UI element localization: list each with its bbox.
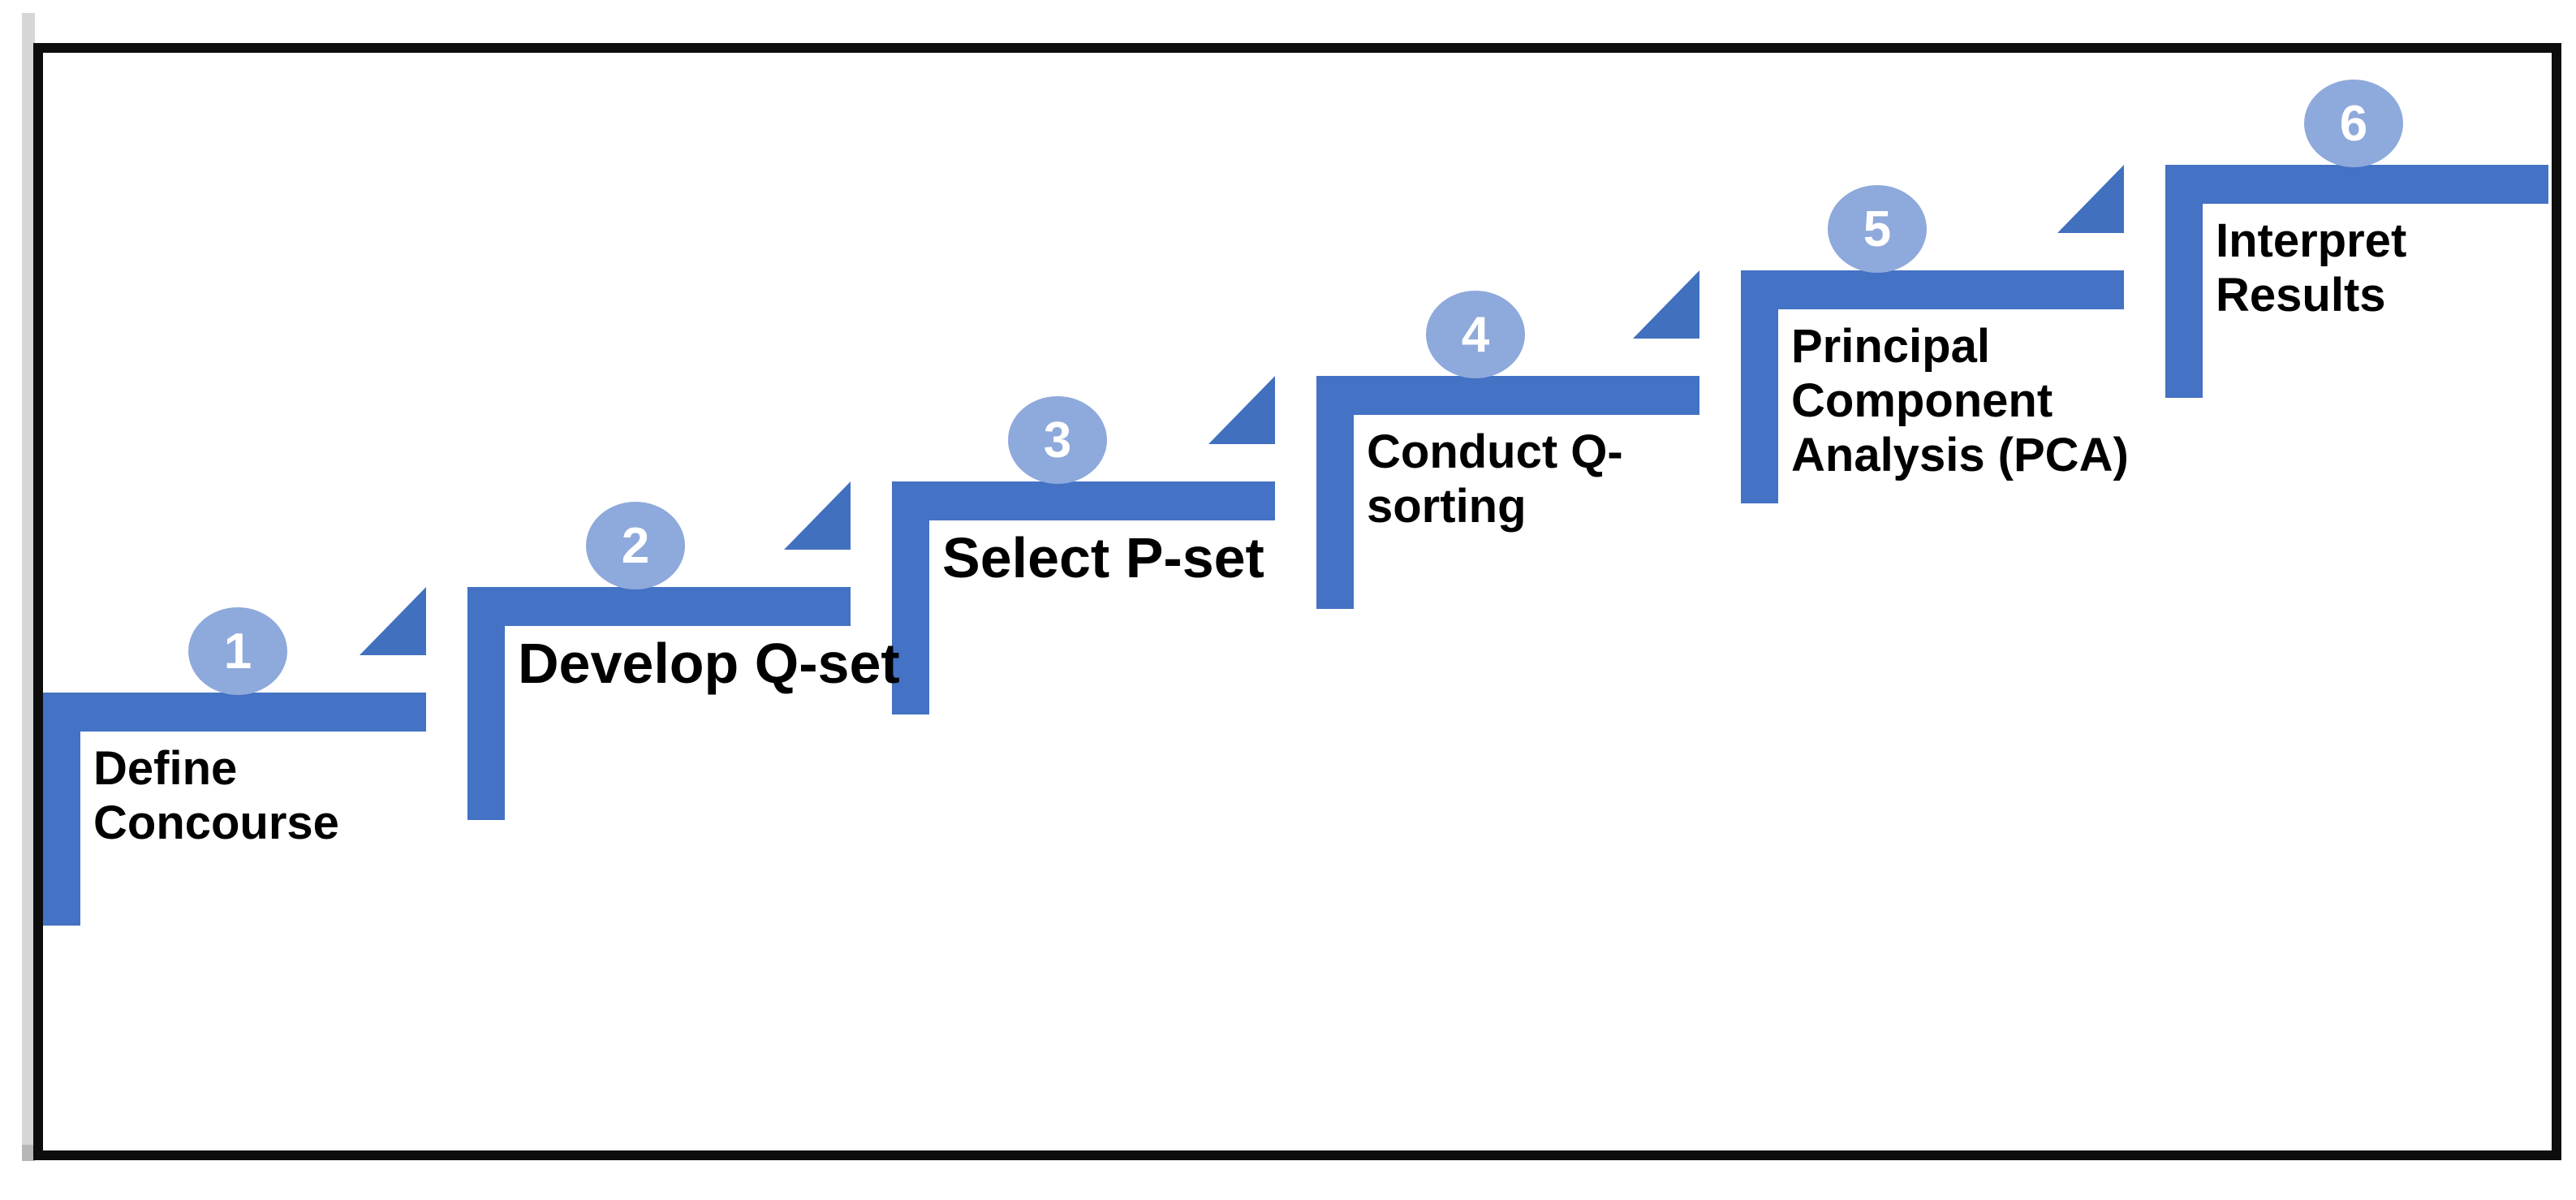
step-bar-horizontal bbox=[1741, 270, 2124, 309]
page-edge-strip bbox=[22, 13, 35, 1161]
step-number-badge: 1 bbox=[188, 607, 287, 695]
step-bar-vertical bbox=[467, 587, 505, 820]
step-number: 6 bbox=[2339, 95, 2368, 152]
step-number-badge: 2 bbox=[586, 502, 685, 589]
step-bar-horizontal bbox=[467, 587, 851, 626]
step-number: 1 bbox=[223, 623, 252, 680]
step-label: Principal Component Analysis (PCA) bbox=[1791, 320, 2129, 481]
step-label: Define Concourse bbox=[93, 742, 339, 849]
step-number: 3 bbox=[1043, 412, 1072, 468]
step-number-badge: 3 bbox=[1008, 396, 1107, 484]
step-label: Interpret Results bbox=[2216, 214, 2407, 322]
step-bar-horizontal bbox=[892, 481, 1275, 520]
step-bar-horizontal bbox=[43, 693, 426, 732]
step-bar-vertical bbox=[892, 481, 929, 714]
step-number-badge: 4 bbox=[1426, 291, 1525, 378]
step-bar-horizontal bbox=[1316, 376, 1699, 415]
step-number: 5 bbox=[1863, 201, 1892, 257]
step-number-badge: 6 bbox=[2304, 80, 2403, 167]
step-number-badge: 5 bbox=[1828, 185, 1927, 273]
step-bar-vertical bbox=[1316, 376, 1354, 609]
step-label: Conduct Q- sorting bbox=[1367, 425, 1623, 533]
page-edge-strip-cap bbox=[22, 1145, 35, 1161]
step-bar-horizontal bbox=[2165, 165, 2548, 204]
step-number: 2 bbox=[621, 517, 650, 574]
diagram-frame bbox=[33, 43, 2561, 1160]
step-bar-vertical bbox=[2165, 165, 2203, 398]
step-label: Develop Q-set bbox=[518, 632, 900, 695]
step-bar-vertical bbox=[43, 693, 80, 926]
step-bar-vertical bbox=[1741, 270, 1778, 503]
step-number: 4 bbox=[1461, 306, 1490, 363]
step-label: Select P-set bbox=[942, 526, 1264, 589]
